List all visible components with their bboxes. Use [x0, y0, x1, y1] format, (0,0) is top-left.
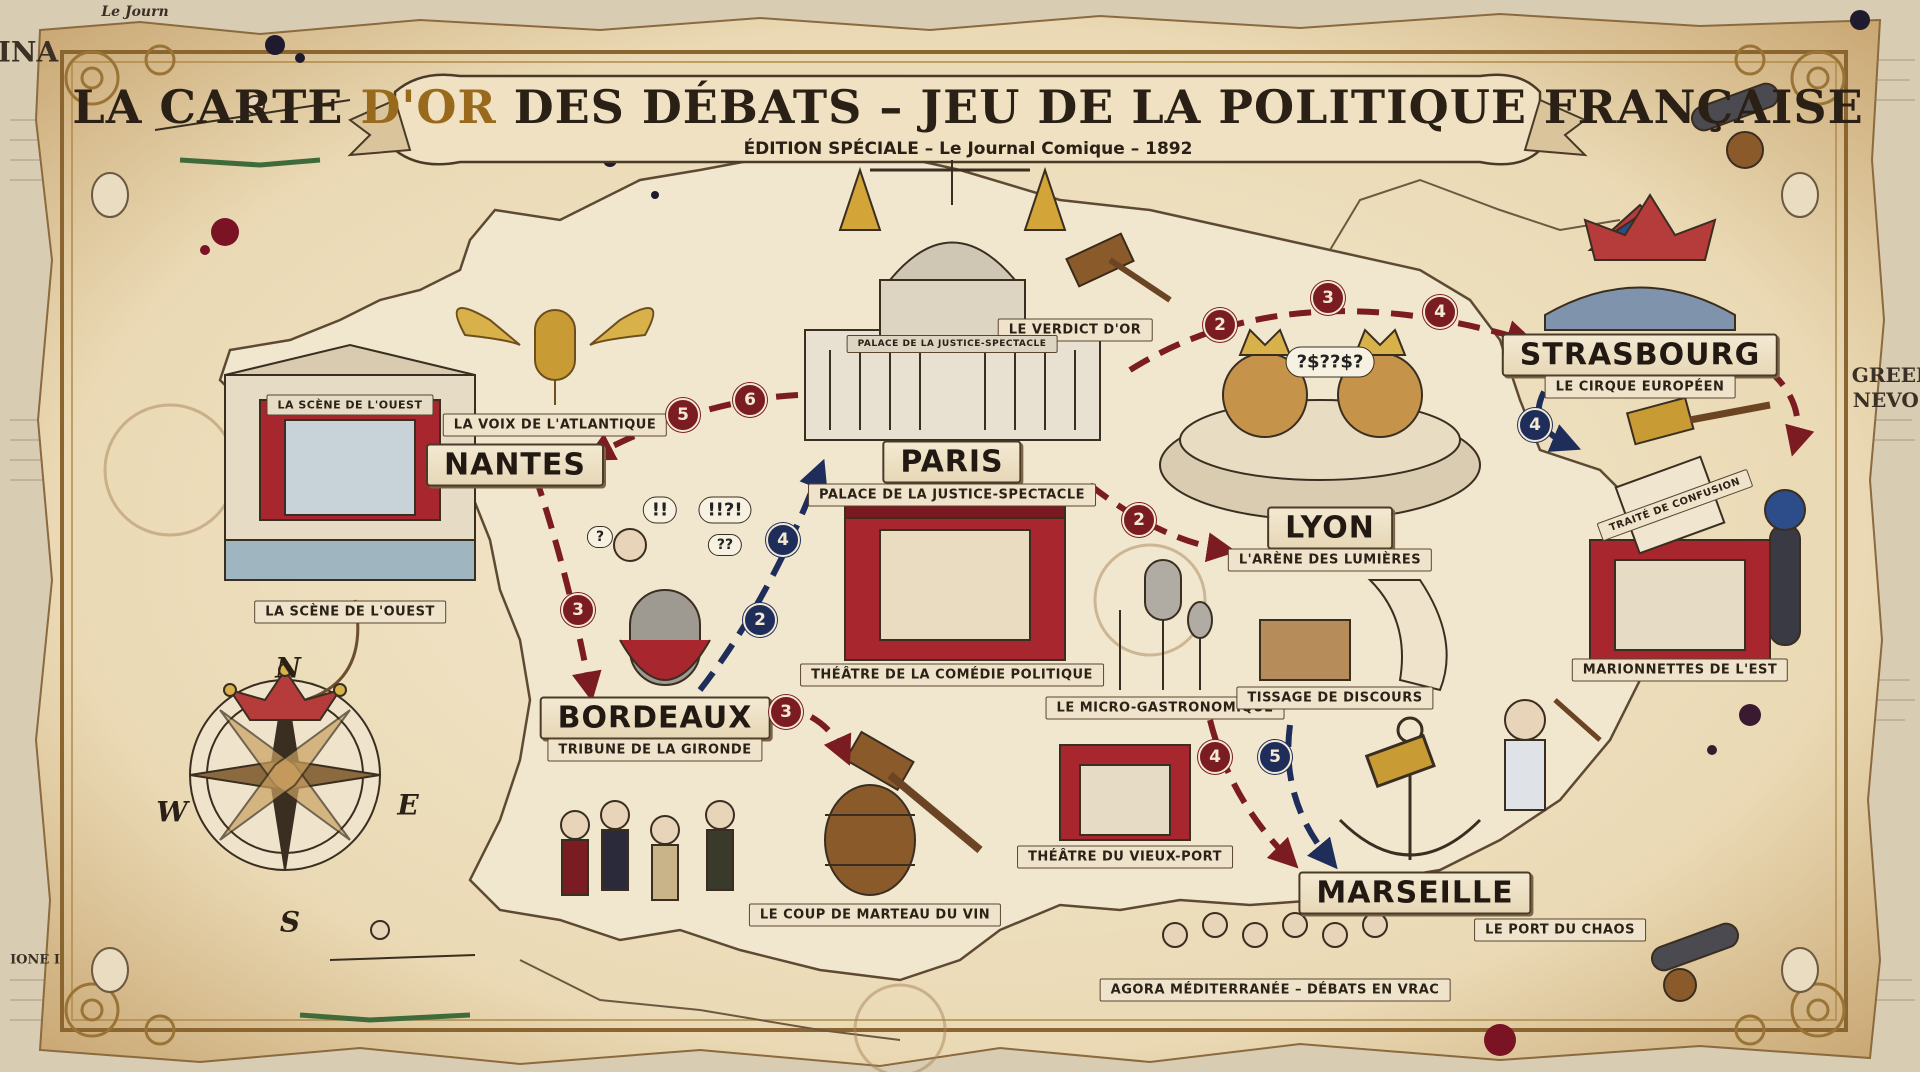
- gavel-verdict: [1065, 232, 1172, 303]
- cannon-bottom-right: [1650, 922, 1740, 1002]
- route-step-badge: 4: [1198, 740, 1232, 774]
- theatre-comedie-label: THÉÂTRE DE LA COMÉDIE POLITIQUE: [800, 663, 1104, 687]
- agora-crowd: [1162, 912, 1388, 948]
- city-marseille[interactable]: MARSEILLE: [1298, 871, 1532, 915]
- title-gold-word: D'OR: [360, 80, 497, 134]
- vieux-port-label: THÉÂTRE DU VIEUX-PORT: [1017, 845, 1233, 869]
- route-step-badge: 5: [1258, 740, 1292, 774]
- scene-ouest-sign: LA SCÈNE DE L'OUEST: [266, 394, 434, 416]
- east-border: [1329, 178, 1621, 251]
- theatre-masks: [91, 172, 1819, 993]
- bordeaux-illustration: [613, 528, 711, 720]
- route-step-badge: 4: [766, 523, 800, 557]
- marseille-anchor-illustration: [1338, 716, 1482, 860]
- city-paris[interactable]: PARIS: [882, 440, 1022, 484]
- ink-splatters: [200, 10, 1870, 1056]
- compass-west: W: [156, 795, 188, 829]
- spain-coast: [519, 959, 901, 1041]
- paris-theatre-illustration: [844, 499, 1066, 661]
- city-nantes-subtitle: LA VOIX DE L'ATLANTIQUE: [442, 413, 668, 437]
- routes: [532, 308, 1815, 870]
- map-title: LA CARTE D'OR DES DÉBATS – JEU DE LA POL…: [72, 80, 1863, 134]
- newspaper-snippet-top: Le Journ: [101, 4, 169, 20]
- route-step-badge: 3: [1311, 281, 1345, 315]
- tissage-illustration: [1259, 579, 1448, 692]
- newspaper-snippet-left: INA: [0, 35, 59, 69]
- city-lyon[interactable]: LYON: [1267, 506, 1393, 550]
- city-bordeaux[interactable]: BORDEAUX: [539, 696, 771, 740]
- city-lyon-subtitle: L'ARÈNE DES LUMIÈRES: [1227, 548, 1433, 572]
- compass-north: N: [275, 651, 301, 685]
- jester-hat: [223, 663, 347, 721]
- compass-east: E: [397, 788, 419, 822]
- marionnettes-label: MARIONNETTES DE L'EST: [1571, 658, 1789, 682]
- route-lyon-marseille-a: [1207, 719, 1299, 869]
- route-step-badge: 3: [561, 593, 595, 627]
- palace-sign: PALACE DE LA JUSTICE-SPECTACLE: [846, 335, 1058, 353]
- city-bordeaux-subtitle: TRIBUNE DE LA GIRONDE: [547, 738, 763, 762]
- newspaper-snippet-bottom: IONE I: [10, 952, 60, 968]
- newspaper-snippet-right-2: NEVOS: [1852, 388, 1920, 412]
- vieux-port-illustration: [1059, 744, 1191, 841]
- bordeaux-bubble-c: ??: [707, 534, 743, 556]
- title-part-1: LA CARTE: [72, 80, 361, 134]
- compass-rose: [189, 599, 381, 871]
- city-marseille-subtitle: LE PORT DU CHAOS: [1474, 918, 1646, 942]
- paris-palace-illustration: [804, 160, 1101, 441]
- route-bordeaux-paris: [697, 458, 828, 692]
- route-paris-lyon: [1088, 482, 1237, 563]
- route-step-badge: 4: [1423, 295, 1457, 329]
- title-part-2: DES DÉBATS – JEU DE LA POLITIQUE FRANÇAI…: [496, 80, 1864, 134]
- city-strasbourg[interactable]: STRASBOURG: [1501, 333, 1779, 377]
- agora-label: AGORA MÉDITERRANÉE – DÉBATS EN VRAC: [1099, 978, 1451, 1002]
- route-lyon-marseille-b: [1285, 724, 1338, 870]
- route-step-badge: 4: [1518, 408, 1552, 442]
- bordeaux-bubble-a: !!: [642, 496, 678, 524]
- cannon-top-right: [1690, 82, 1780, 169]
- bordeaux-crowd: [560, 800, 735, 901]
- route-nantes-bordeaux: [532, 474, 602, 702]
- city-nantes[interactable]: NANTES: [426, 443, 604, 487]
- tightrope-top: [154, 95, 351, 168]
- route-step-badge: 2: [743, 603, 777, 637]
- route-step-badge: 6: [733, 383, 767, 417]
- jester-hat-strasbourg: [1583, 193, 1717, 261]
- route-step-badge: 3: [769, 695, 803, 729]
- winged-microphone: [455, 307, 655, 405]
- micro-gastro-illustration: [1119, 559, 1213, 690]
- compass-south: S: [279, 905, 301, 939]
- bordeaux-bubble-b: !!?!: [698, 496, 752, 524]
- edition-line: ÉDITION SPÉCIALE – Le Journal Comique – …: [743, 139, 1193, 159]
- route-paris-strasbourg: [1128, 308, 1537, 373]
- tightrope-bottom: [299, 920, 476, 1023]
- wine-barrel-illustration: [824, 730, 983, 896]
- micro-gastro-label: LE MICRO-GASTRONOMIQUE: [1045, 696, 1285, 720]
- route-step-badge: 5: [666, 398, 700, 432]
- route-step-badge: 2: [1203, 308, 1237, 342]
- scene-ouest-banner: LA SCÈNE DE L'OUEST: [254, 600, 446, 624]
- route-step-badge: 2: [1122, 503, 1156, 537]
- ornate-frame: [60, 50, 1848, 1032]
- corner-gears: [64, 44, 1846, 1046]
- tissage-label: TISSAGE DE DISCOURS: [1236, 686, 1434, 710]
- route-nantes-paris: [584, 392, 799, 461]
- coup-marteau-label: LE COUP DE MARTEAU DU VIN: [748, 903, 1002, 927]
- lyon-speech-bubble: ?$??$?: [1285, 346, 1375, 378]
- city-paris-subtitle: PALACE DE LA JUSTICE-SPECTACLE: [808, 483, 1096, 507]
- neptune-illustration: [1504, 698, 1602, 811]
- bordeaux-bubble-d: ?: [586, 526, 614, 548]
- strasbourg-theatre-illustration: [1589, 489, 1806, 661]
- city-strasbourg-subtitle: LE CIRQUE EUROPÉEN: [1544, 375, 1736, 399]
